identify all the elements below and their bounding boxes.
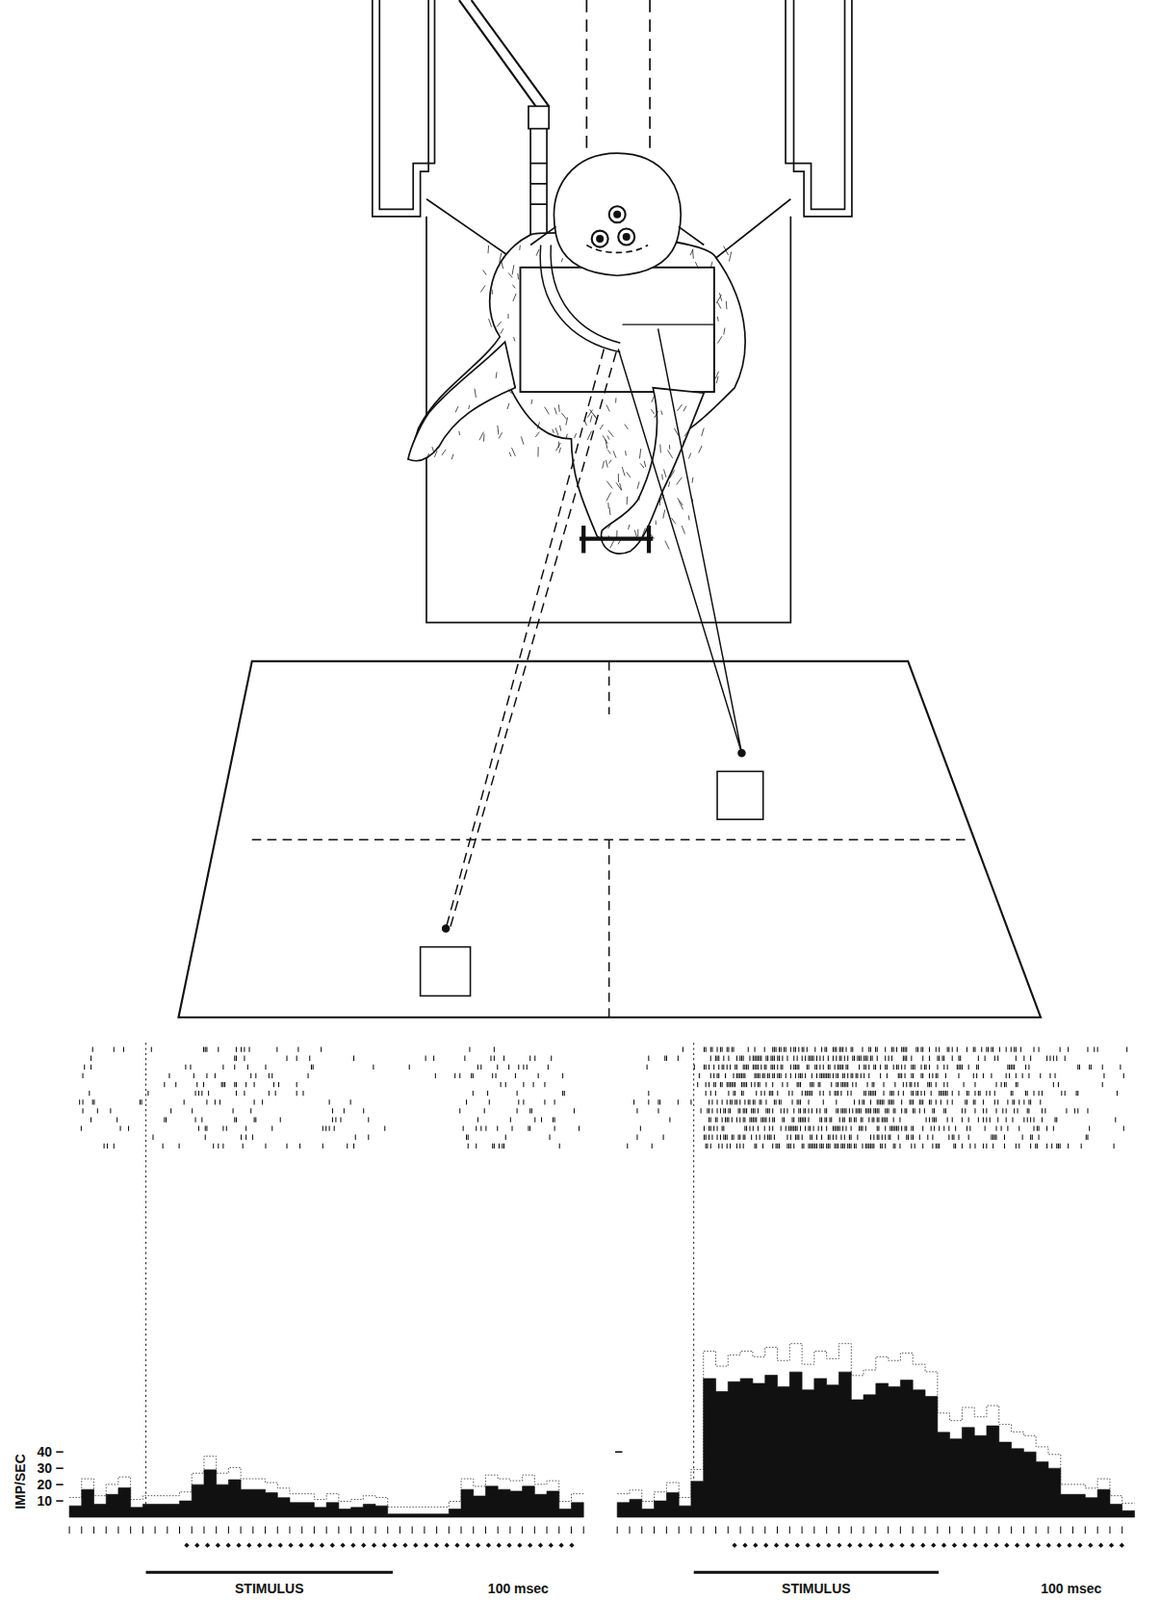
psth-panel bbox=[617, 1042, 1135, 1573]
tick-label: 30 bbox=[36, 1461, 52, 1475]
axis-title: IMP/SEC bbox=[13, 1453, 27, 1510]
monkey-chair bbox=[372, 0, 852, 622]
stimulus-label: STIMULUS bbox=[781, 1581, 851, 1596]
scale-label: 100 msec bbox=[1040, 1581, 1102, 1596]
scale-label: 100 msec bbox=[488, 1581, 549, 1596]
stimulus-label: STIMULUS bbox=[234, 1581, 305, 1596]
tick-label: 10 bbox=[36, 1494, 52, 1508]
tangent-screen bbox=[178, 661, 1041, 1018]
gaze-lines bbox=[445, 328, 742, 928]
psth-panel bbox=[69, 1042, 584, 1573]
tick-label: 40 bbox=[36, 1444, 52, 1459]
tick-label: 20 bbox=[36, 1477, 52, 1492]
y-axis bbox=[55, 1451, 622, 1501]
